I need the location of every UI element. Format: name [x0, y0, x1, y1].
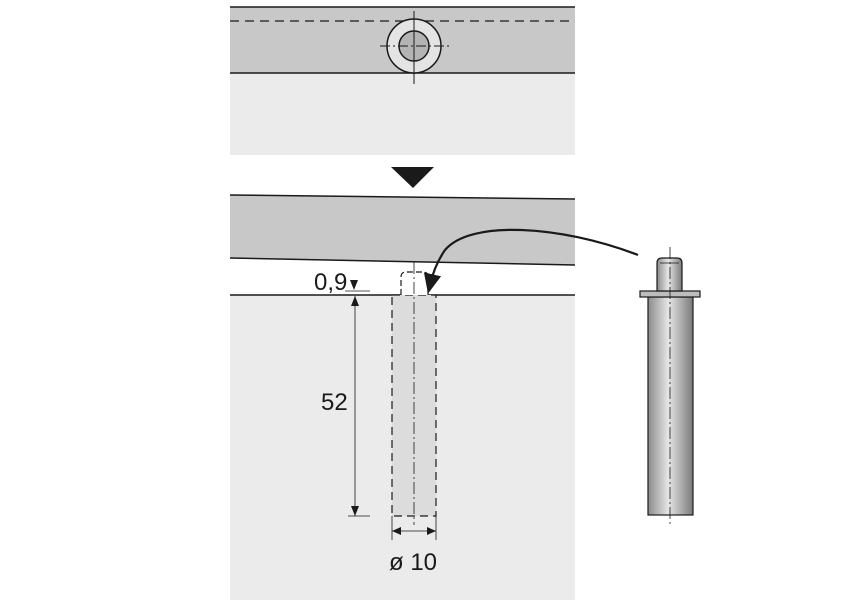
- door-panel: [230, 195, 575, 265]
- dim-arrow-icon: [350, 280, 358, 290]
- insert-arrow-icon: [423, 228, 639, 294]
- dim-arrow-icon: [351, 506, 359, 516]
- side-view: 0,9 52 ø 10: [229, 194, 576, 600]
- cabinet-side-top: [230, 73, 575, 155]
- pin-cap: [656, 257, 683, 292]
- dim-arrow-icon: [351, 296, 359, 306]
- pin-tip-outline: [400, 271, 429, 295]
- push-latch-pin: [639, 247, 701, 526]
- down-arrow-icon: [391, 167, 434, 188]
- recess-depth-label: 0,9: [314, 269, 347, 296]
- top-view: [230, 6, 575, 155]
- drill-depth-label: 52: [321, 389, 348, 416]
- drill-diameter-label: ø 10: [389, 549, 437, 576]
- pin-body: [647, 296, 694, 516]
